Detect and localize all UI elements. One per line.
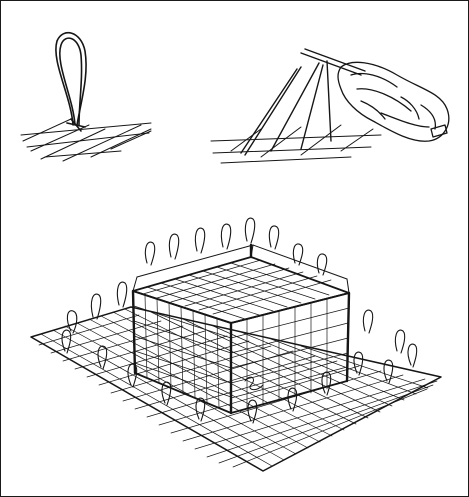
bait-trigger-illustration (211, 49, 449, 163)
base-mesh-grid (39, 309, 437, 467)
cage-trap-illustration (31, 218, 441, 471)
ground-hatch-right (211, 125, 381, 163)
snare-loop-illustration (21, 33, 151, 161)
ground-hatch-left (21, 119, 151, 161)
bait-meat (338, 62, 449, 141)
snare-wire-loop (56, 33, 86, 131)
